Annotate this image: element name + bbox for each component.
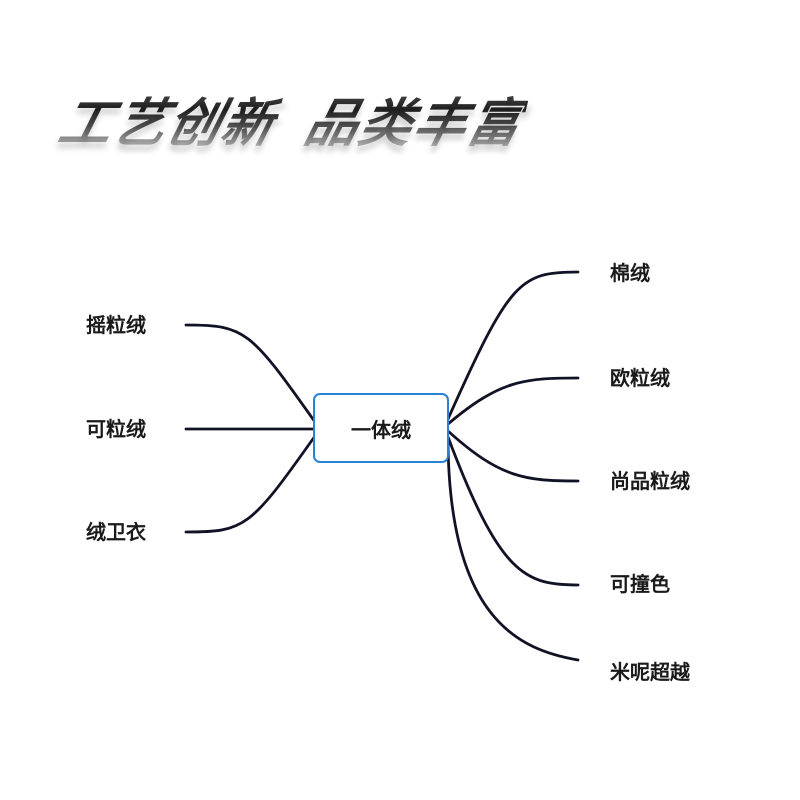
connector-left-1 bbox=[184, 323, 317, 424]
connector-right-4 bbox=[446, 435, 580, 587]
connector-right-5 bbox=[446, 441, 580, 662]
connector-right-3 bbox=[446, 429, 580, 483]
branch-left-3: 绒卫衣 bbox=[86, 520, 146, 544]
branch-left-2: 可粒绒 bbox=[86, 417, 146, 441]
connector-right-1 bbox=[446, 270, 580, 421]
connector-left-3 bbox=[184, 434, 317, 534]
connector-right-2 bbox=[446, 376, 580, 426]
branch-right-2: 欧粒绒 bbox=[610, 366, 670, 390]
center-node: 一体绒 bbox=[313, 393, 449, 463]
branch-right-3: 尚品粒绒 bbox=[610, 469, 690, 493]
branch-right-4: 可撞色 bbox=[610, 572, 670, 596]
branch-right-1: 棉绒 bbox=[610, 261, 650, 285]
branch-left-1: 摇粒绒 bbox=[86, 313, 146, 337]
branch-right-5: 米呢超越 bbox=[610, 660, 690, 684]
center-node-label: 一体绒 bbox=[351, 417, 411, 442]
